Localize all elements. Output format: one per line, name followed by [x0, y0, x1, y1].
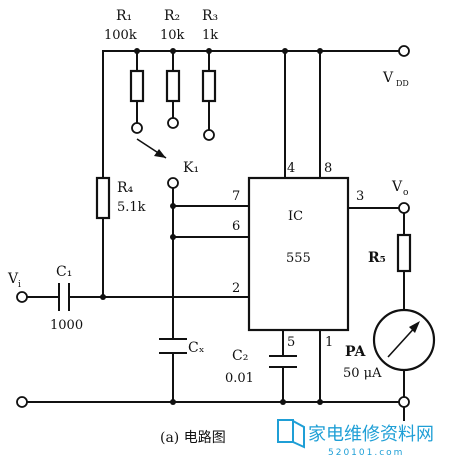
- label-ic-part: 555: [286, 251, 311, 266]
- label-r4: R₄: [117, 180, 134, 196]
- label-pin2: 2: [232, 281, 240, 296]
- label-r5: R₅: [368, 250, 386, 266]
- junction-gnd-pin1: [317, 399, 323, 405]
- resistor-r5: [396, 233, 412, 273]
- gnd-right-terminal: [398, 396, 410, 408]
- k1-contact-2: [167, 117, 179, 129]
- label-vi: V: [7, 271, 19, 287]
- label-k1: K₁: [183, 160, 199, 176]
- label-pin7: 7: [232, 189, 240, 204]
- label-ic-title: IC: [288, 209, 303, 224]
- label-vo: V: [391, 179, 403, 195]
- capacitors: [58, 283, 297, 368]
- meter-needle-arrow: [409, 321, 420, 333]
- label-pin5: 5: [287, 335, 295, 350]
- ic-555-body: [247, 176, 350, 332]
- junction-pin2: [100, 294, 106, 300]
- label-pin1: 1: [325, 335, 333, 350]
- label-vdd: V: [382, 70, 394, 86]
- label-r1-top-value: 100k: [104, 28, 137, 43]
- label-pin6: 6: [232, 219, 240, 234]
- resistor-r2-10k: [165, 69, 181, 103]
- label-r2-value: 10k: [160, 28, 185, 43]
- label-pa-value: 50 μA: [343, 366, 382, 381]
- label-c2-value: 0.01: [225, 371, 254, 386]
- label-c2: C₂: [232, 348, 248, 364]
- label-pa: PA: [345, 344, 367, 360]
- label-vi-sub: i: [18, 280, 21, 290]
- watermark-book-icon: [277, 419, 305, 449]
- k1-contact-3: [203, 129, 215, 141]
- resistor-r4-5k1: [95, 176, 111, 220]
- label-r3: R₃: [202, 8, 218, 24]
- junction-pin8: [317, 48, 323, 54]
- label-pin8: 8: [324, 161, 332, 176]
- resistor-r3-1k: [201, 69, 217, 103]
- k1-contact-1: [131, 122, 143, 134]
- vi-terminal: [16, 291, 28, 303]
- junction-gnd-cx: [170, 399, 176, 405]
- labels: R₁ 100k R₂ 10k R₃ 1k V DD K₁ R₄ 5.1k IC …: [7, 8, 409, 446]
- junction-r2: [170, 48, 176, 54]
- watermark: 家电维修资料网 520101.com: [277, 419, 434, 458]
- label-r4-value: 5.1k: [117, 200, 146, 215]
- label-r2: R₂: [164, 8, 180, 24]
- junction-gnd-c2: [280, 399, 286, 405]
- label-c1: C₁: [56, 264, 72, 280]
- junction-pin4: [282, 48, 288, 54]
- vdd-terminal: [398, 45, 410, 57]
- vo-terminal: [398, 202, 410, 214]
- label-c1-value: 1000: [50, 318, 83, 333]
- junction-pin6: [170, 234, 176, 240]
- label-pin3: 3: [356, 189, 364, 204]
- k1-common-terminal: [167, 177, 179, 189]
- resistor-r1-100k: [129, 69, 145, 103]
- junction-pin7: [170, 203, 176, 209]
- label-vo-sub: o: [403, 188, 408, 198]
- gnd-left-terminal: [16, 396, 28, 408]
- watermark-url: 520101.com: [328, 448, 404, 458]
- label-vdd-sub: DD: [396, 79, 409, 88]
- label-cx: Cₓ: [188, 340, 205, 356]
- junctions: [100, 48, 323, 405]
- junction-r1: [134, 48, 140, 54]
- watermark-title: 家电维修资料网: [308, 424, 434, 445]
- label-r1-top: R₁: [116, 8, 132, 24]
- meter-pa: [372, 308, 436, 372]
- junction-r3: [206, 48, 212, 54]
- k1-arrowhead: [154, 149, 166, 158]
- terminals: [16, 45, 410, 408]
- label-r3-value: 1k: [202, 28, 218, 43]
- label-pin4: 4: [287, 161, 295, 176]
- wires: [21, 50, 405, 421]
- figure-caption: (a) 电路图: [160, 430, 226, 446]
